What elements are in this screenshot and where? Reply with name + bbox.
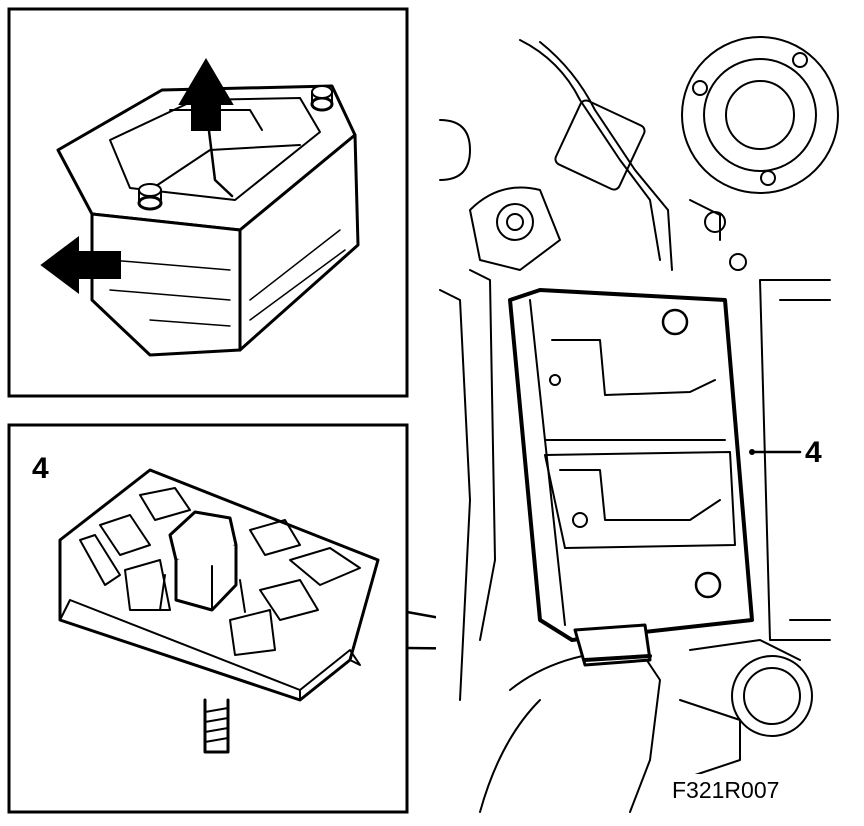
panel-clamp-detail: 4	[7, 423, 409, 814]
battery-drawing	[56, 84, 360, 357]
figure-code-backdrop	[668, 774, 814, 802]
arrow-up-icon	[178, 58, 234, 131]
clamp-drawing	[58, 468, 380, 754]
detail-callout-label: 4	[32, 452, 49, 485]
panel-engine-bay: 4 F321R007	[436, 30, 839, 813]
engine-bay-drawing	[439, 36, 839, 813]
panel-battery-removal	[7, 7, 409, 398]
installed-battery	[508, 288, 754, 667]
arrow-left-icon	[40, 236, 121, 294]
main-callout-dot	[749, 449, 755, 455]
main-callout-label: 4	[805, 436, 822, 469]
figure-code: F321R007	[672, 777, 779, 803]
